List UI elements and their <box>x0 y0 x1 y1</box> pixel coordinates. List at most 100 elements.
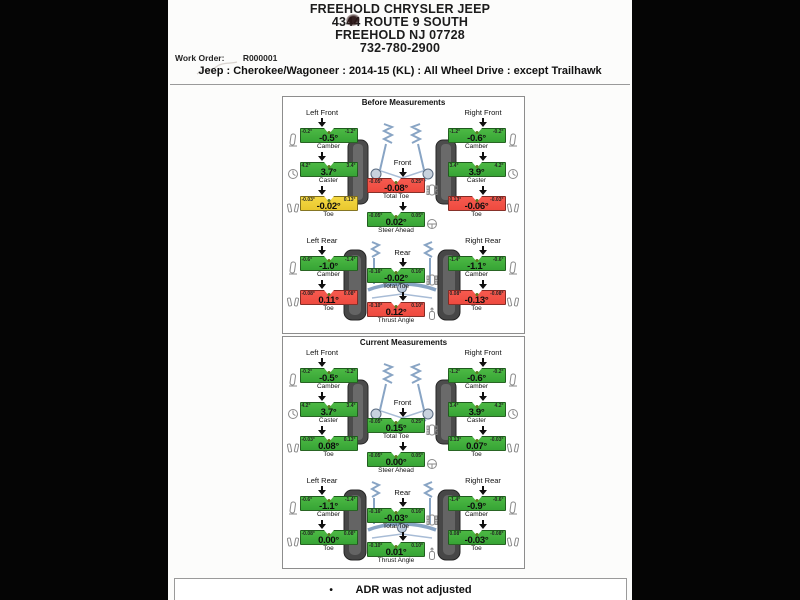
range-min-label: -0.03° <box>301 437 315 443</box>
gauge-bar: -0.6°-1.4°-1.1° <box>299 496 358 512</box>
front-right-caster-gauge: 3.4°4.2°3.9°Caster <box>447 402 506 425</box>
gauge-label: Total Toe <box>383 283 409 290</box>
gauge-value: 0.15° <box>385 422 407 434</box>
range-min-label: -0.08° <box>301 531 315 537</box>
camber-icon <box>507 500 519 515</box>
header-divider <box>170 84 630 85</box>
range-min-label: 0.13° <box>449 437 462 443</box>
down-arrow-icon <box>318 426 326 435</box>
gauge-value: 0.02° <box>385 216 407 228</box>
range-max-label: 3.4° <box>346 403 356 409</box>
range-max-label: -1.4° <box>344 497 356 503</box>
front-right-camber-gauge: -1.2°-0.2°-0.6°Camber <box>447 128 506 151</box>
range-min-label: 0.08° <box>449 531 462 537</box>
down-arrow-icon <box>479 186 487 195</box>
front-right-label: Right Front <box>464 108 502 117</box>
caster-icon <box>507 167 519 181</box>
gauge-label: Toe <box>471 545 482 552</box>
gauge-label: Steer Ahead <box>378 467 414 474</box>
gauge-label: Caster <box>318 417 339 424</box>
vehicle-spec: Jeep : Cherokee/Wagoneer : 2014-15 (KL) … <box>198 65 602 77</box>
range-max-label: -0.2° <box>492 129 504 135</box>
down-arrow-icon <box>318 280 326 289</box>
range-max-label: 0.25° <box>411 419 423 425</box>
gauge-bar: -0.10°0.10°0.01° <box>367 542 425 558</box>
rear-right-camber-gauge: -1.4°-0.6°-1.1°Camber <box>447 256 506 279</box>
gauge-marker <box>394 215 398 218</box>
gauge-value: 0.00° <box>318 534 339 546</box>
gauge-label: Camber <box>316 383 341 390</box>
gauge-marker <box>327 439 330 442</box>
front-center-steer-ahead-row: -0.05°0.05°0.02°Steer Ahead <box>367 212 438 235</box>
gauge-bar: -0.2°-1.2°-0.5° <box>299 368 358 384</box>
gauge-label: Thrust Angle <box>377 557 415 564</box>
rear-center-column: Rear-0.16°0.16°-0.03°Total Toe-0.10°0.10… <box>366 488 439 565</box>
range-min-label: 4.2° <box>301 403 311 409</box>
rear-left-camber-gauge: -0.6°-1.4°-1.0°Camber <box>299 256 358 279</box>
range-max-label: 3.4° <box>346 163 356 169</box>
gauge-bar: 0.13°-0.03°-0.06° <box>447 196 506 212</box>
gauge-bar: -1.4°-0.6°-1.1° <box>447 256 506 272</box>
range-min-label: -1.2° <box>449 129 461 135</box>
rear-center-label: Rear <box>394 488 411 497</box>
front-right-camber-gauge: -1.2°-0.2°-0.6°Camber <box>447 368 506 391</box>
gauge-label: Steer Ahead <box>378 227 414 234</box>
steer-ahead-icon <box>426 217 438 231</box>
rear-right-toe-row: 0.08°-0.08°-0.03°Toe <box>447 530 519 553</box>
front-right-toe-row: 0.13°-0.03°0.07°Toe <box>447 436 519 459</box>
gauge-value: -0.6° <box>467 372 486 384</box>
range-max-label: -0.08° <box>490 291 504 297</box>
camber-icon <box>287 500 299 515</box>
gauge-bar: 3.4°4.2°3.9° <box>447 402 506 418</box>
gauge-value: -0.02° <box>316 200 341 212</box>
range-min-label: -0.10° <box>369 303 383 309</box>
front-center-label: Front <box>393 158 412 167</box>
toe-icon <box>286 295 299 309</box>
gauge-bar: -0.05°0.05°0.02° <box>367 212 425 228</box>
front-right-caster-row: 3.4°4.2°3.9°Caster <box>447 162 519 185</box>
down-arrow-icon <box>479 520 487 529</box>
gauge-label: Total Toe <box>383 193 409 200</box>
range-min-label: 0.13° <box>449 197 462 203</box>
gauge-label: Toe <box>323 545 334 552</box>
front-right-toe-gauge: 0.13°-0.03°0.07°Toe <box>447 436 506 459</box>
range-min-label: -0.03° <box>301 197 315 203</box>
range-max-label: 0.08° <box>343 291 356 297</box>
gauge-label: Caster <box>466 417 487 424</box>
range-min-label: -0.16° <box>369 269 383 275</box>
range-min-label: -0.08° <box>301 291 315 297</box>
gauge-marker <box>394 421 398 424</box>
steer-ahead-icon <box>426 457 438 471</box>
down-arrow-icon <box>479 152 487 161</box>
down-arrow-icon <box>479 358 487 367</box>
gauge-label: Camber <box>464 383 489 390</box>
range-max-label: -1.4° <box>344 257 356 263</box>
total-toe-icon <box>426 273 438 287</box>
range-min-label: -0.05° <box>369 179 383 185</box>
toe-icon <box>506 295 519 309</box>
gauge-label: Caster <box>466 177 487 184</box>
gauge-marker <box>394 455 398 458</box>
work-order: Work Order: R000001 <box>175 53 277 63</box>
range-max-label: -1.2° <box>344 369 356 375</box>
range-max-label: 0.16° <box>411 269 423 275</box>
rear-left-camber-gauge: -0.6°-1.4°-1.1°Camber <box>299 496 358 519</box>
camber-icon <box>287 260 299 275</box>
gauge-marker <box>475 439 478 442</box>
rear-left-column: Left Rear-0.6°-1.4°-1.1°Camber-0.08°0.08… <box>285 476 359 553</box>
gauge-value: 0.08° <box>318 440 339 452</box>
front-center-total-toe-gauge: -0.05°0.25°-0.08°Total Toe <box>367 178 425 201</box>
range-max-label: -0.03° <box>490 437 504 443</box>
down-arrow-icon <box>479 246 487 255</box>
gauge-label: Toe <box>323 211 334 218</box>
front-center-total-toe-row: -0.05°0.25°-0.08°Total Toe <box>367 178 438 201</box>
gauge-bar: -1.2°-0.2°-0.6° <box>447 128 506 144</box>
down-arrow-icon <box>318 152 326 161</box>
gauge-value: 3.7° <box>320 166 337 178</box>
rear-right-toe-row: 0.08°-0.08°-0.13°Toe <box>447 290 519 313</box>
gauge-bar: 0.08°-0.08°-0.03° <box>447 530 506 546</box>
gauge-value: -0.5° <box>319 132 338 144</box>
gauge-marker <box>394 271 398 274</box>
